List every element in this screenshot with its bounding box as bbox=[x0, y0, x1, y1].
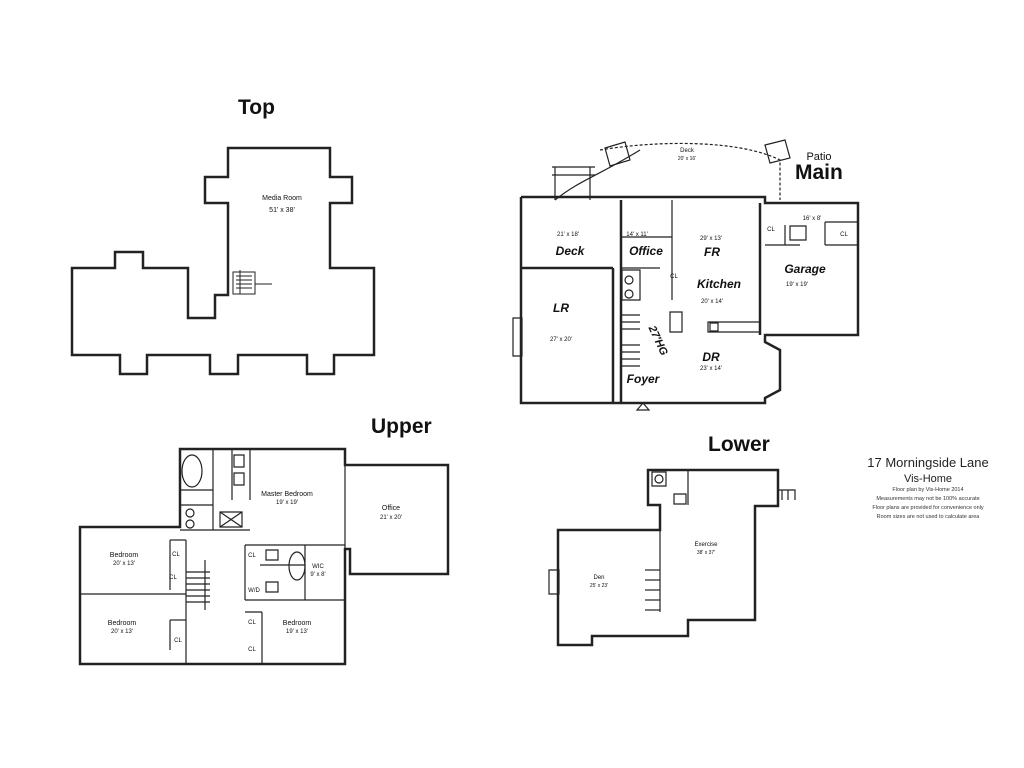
caption-note-4: Room sizes are not used to calculate are… bbox=[876, 514, 980, 520]
deck-top-dim: 20' x 16' bbox=[678, 156, 696, 162]
lr-label: LR bbox=[553, 301, 569, 315]
media-room-dim: 51' x 38' bbox=[269, 207, 295, 214]
bedroom-1-dim: 20' x 13' bbox=[113, 561, 135, 567]
floor-title-main: Main bbox=[795, 161, 843, 184]
dr-dim: 23' x 14' bbox=[700, 366, 722, 372]
closet-label: CL bbox=[767, 227, 775, 233]
office-upper-dim: 21' x 20' bbox=[380, 515, 402, 521]
den-dim: 25' x 23' bbox=[590, 583, 608, 589]
closet-label: CL bbox=[174, 638, 182, 644]
closet-label: CL bbox=[172, 552, 180, 558]
ceiling-height-label: 27'HG bbox=[645, 323, 670, 358]
top-floor-plan bbox=[72, 148, 374, 374]
closet-label: CL bbox=[248, 620, 256, 626]
lr-dim: 27' x 20' bbox=[550, 337, 572, 343]
fr-label: FR bbox=[704, 245, 720, 259]
dr-label: DR bbox=[702, 350, 720, 364]
garage-label: Garage bbox=[784, 262, 826, 276]
garage-dim: 19' x 19' bbox=[786, 282, 808, 288]
master-bedroom-label: Master Bedroom bbox=[261, 491, 313, 498]
office-main-label: Office bbox=[629, 244, 663, 258]
office-main-dim: 14' x 11' bbox=[626, 232, 648, 238]
deck-label: Deck bbox=[556, 244, 586, 258]
wd-label: W/D bbox=[248, 588, 260, 594]
master-bedroom-dim: 19' x 19' bbox=[276, 500, 298, 506]
kitchen-dim: 20' x 14' bbox=[701, 299, 723, 305]
floor-title-top: Top bbox=[238, 96, 275, 119]
property-address: 17 Morningside Lane bbox=[867, 455, 989, 470]
bedroom-3-label: Bedroom bbox=[283, 620, 312, 627]
exercise-label: Exercise bbox=[694, 542, 718, 548]
bedroom-2-label: Bedroom bbox=[108, 620, 137, 627]
bedroom-2-dim: 20' x 13' bbox=[111, 629, 133, 635]
kitchen-label: Kitchen bbox=[697, 277, 741, 291]
closet-label: CL bbox=[248, 553, 256, 559]
exercise-dim: 38' x 37' bbox=[697, 550, 715, 556]
closet-label: CL bbox=[169, 575, 177, 581]
wic-dim: 9' x 8' bbox=[310, 572, 325, 578]
caption-note-2: Measurements may not be 100% accurate bbox=[876, 496, 980, 502]
plan-caption: 17 Morningside Lane Vis-Home Floor plan … bbox=[848, 455, 1008, 521]
media-room-label: Media Room bbox=[262, 195, 302, 202]
bedroom-1-label: Bedroom bbox=[110, 552, 139, 559]
den-label: Den bbox=[593, 575, 604, 581]
upper-floor-plan bbox=[80, 449, 448, 664]
floor-title-upper: Upper bbox=[371, 415, 432, 438]
deck-dim: 21' x 18' bbox=[557, 232, 579, 238]
closet-label: CL bbox=[670, 274, 678, 280]
wic-label: WIC bbox=[312, 564, 324, 570]
fr-dim: 29' x 13' bbox=[700, 236, 722, 242]
closet-label: CL bbox=[840, 232, 848, 238]
garage-small-dim: 16' x 8' bbox=[803, 216, 822, 222]
brand-name: Vis-Home bbox=[903, 473, 953, 485]
floor-title-lower: Lower bbox=[708, 433, 770, 456]
bedroom-3-dim: 19' x 13' bbox=[286, 629, 308, 635]
patio-label: Patio bbox=[806, 151, 831, 163]
lower-floor-plan bbox=[549, 470, 795, 645]
deck-top-label: Deck bbox=[680, 148, 695, 154]
closet-label: CL bbox=[248, 647, 256, 653]
office-upper-label: Office bbox=[382, 505, 400, 512]
caption-note-3: Floor plans are provided for convenience… bbox=[872, 505, 984, 511]
foyer-label: Foyer bbox=[627, 372, 661, 386]
caption-note-1: Floor plan by Vis-Home 2014 bbox=[892, 487, 964, 493]
main-floor-plan bbox=[513, 140, 858, 410]
